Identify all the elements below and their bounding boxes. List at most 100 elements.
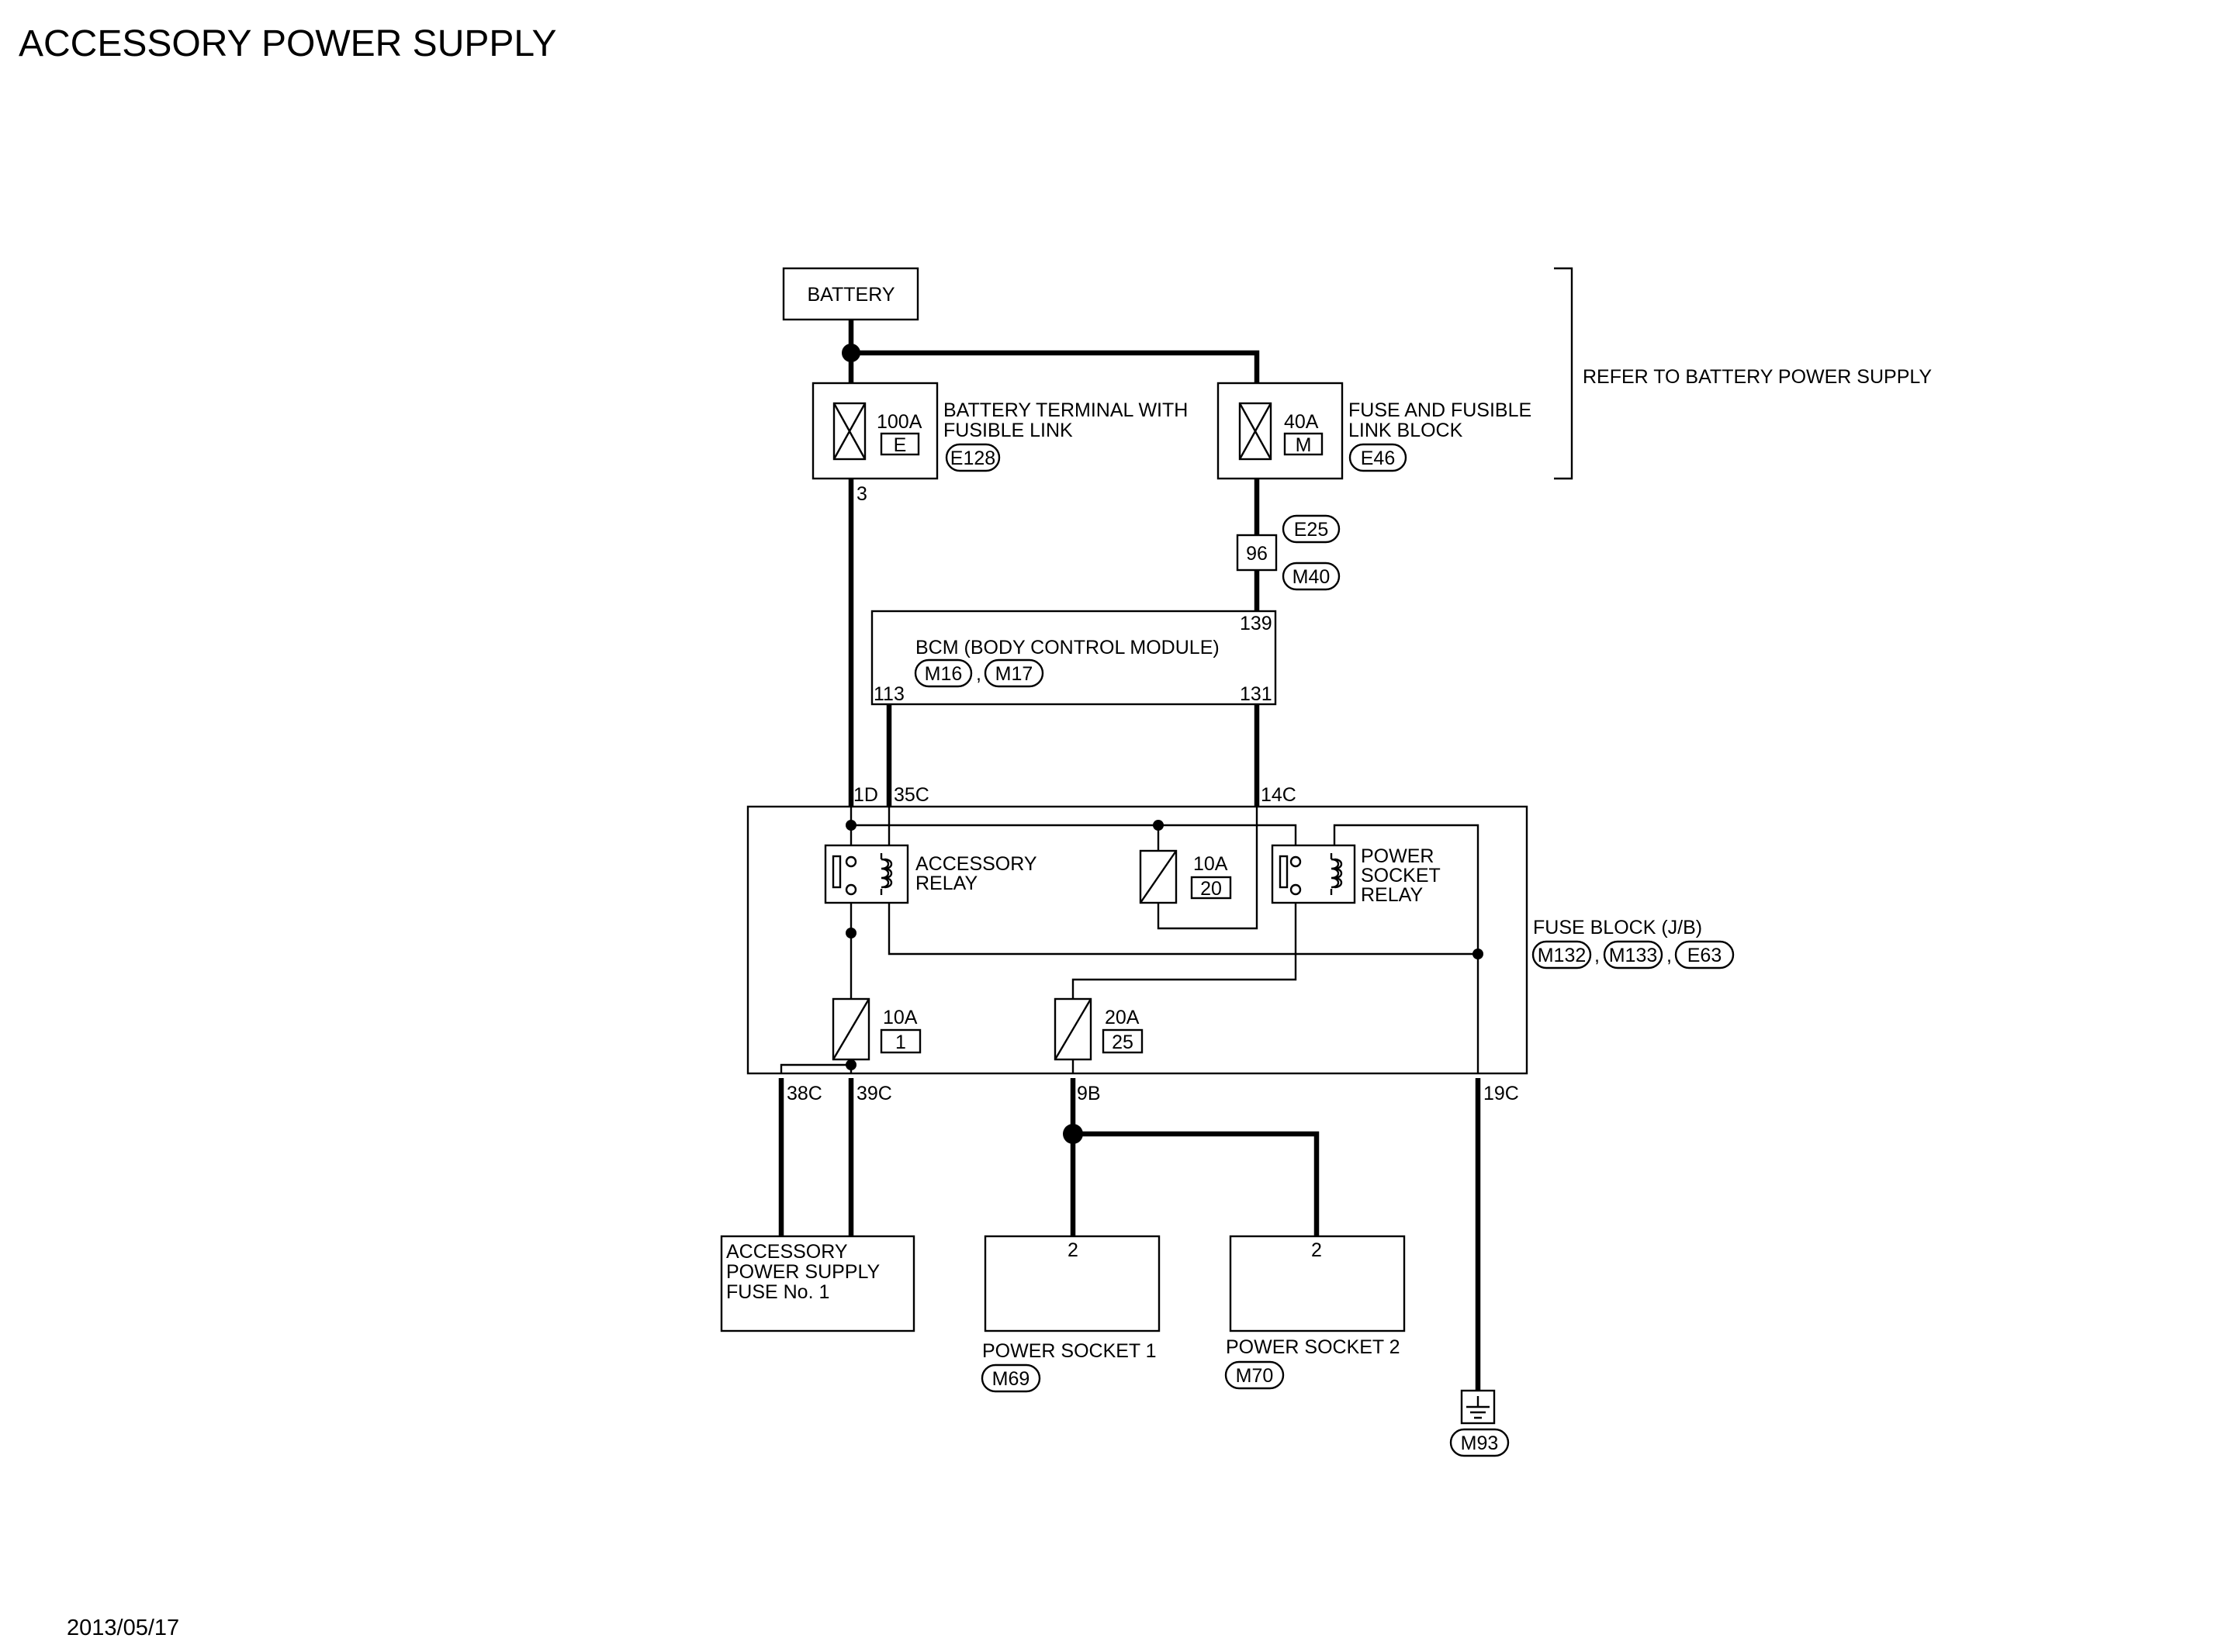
pin-3: 3 — [856, 483, 867, 505]
bcm-pin-131: 131 — [1240, 683, 1272, 705]
connector-e46-oval — [1348, 443, 1407, 472]
fuse-block-separator-1: , — [1594, 945, 1600, 966]
battery-label: BATTERY — [808, 284, 895, 306]
fuse-link-block-name-2: LINK BLOCK — [1348, 420, 1463, 441]
connector-m16: M16 — [925, 663, 963, 685]
battery-box — [782, 267, 919, 321]
accessory-relay-icon — [824, 844, 909, 904]
pin-39c: 39C — [856, 1083, 892, 1104]
fuse-20-number-box — [1190, 876, 1232, 900]
accessory-fuse-box — [720, 1235, 915, 1332]
fuse-block-name: FUSE BLOCK (J/B) — [1533, 917, 1702, 938]
connector-m93: M93 — [1461, 1433, 1499, 1454]
power-socket-relay-name-1: POWER — [1361, 845, 1434, 867]
bcm-name: BCM (BODY CONTROL MODULE) — [915, 637, 1220, 658]
connector-m17-oval — [984, 658, 1044, 688]
refer-bracket — [1554, 267, 1573, 480]
splice-ground — [1472, 949, 1483, 959]
power-socket-relay-name-3: RELAY — [1361, 884, 1423, 906]
accessory-fuse-name-2: POWER SUPPLY — [726, 1261, 881, 1283]
battery-terminal-name-2: FUSIBLE LINK — [943, 420, 1073, 441]
accessory-relay-name-1: ACCESSORY — [915, 853, 1037, 875]
accessory-fuse-name-3: FUSE No. 1 — [726, 1281, 829, 1303]
connector-m40: M40 — [1293, 566, 1331, 588]
power-socket-2-box — [1229, 1235, 1406, 1332]
pin-1d: 1D — [853, 784, 878, 806]
connector-e63-oval — [1674, 940, 1735, 969]
fuse-20-number: 20 — [1200, 878, 1222, 900]
bcm-separator: , — [976, 663, 981, 685]
fusible-link-number: E — [894, 434, 907, 456]
accessory-fuse-name-1: ACCESSORY — [726, 1241, 848, 1263]
fusible-link-100a-icon — [832, 402, 867, 461]
pin-14c: 14C — [1261, 784, 1296, 806]
connector-e128: E128 — [950, 448, 995, 469]
fuse-1-number: 1 — [895, 1032, 906, 1053]
connector-m132-oval — [1531, 940, 1592, 969]
fuse-1-number-box — [880, 1028, 922, 1054]
wire-9b-to-socket2 — [1073, 1131, 1320, 1236]
fuse-link-block-box — [1216, 382, 1344, 480]
fuse-link-40a-rating: 40A — [1284, 411, 1319, 433]
fuse-link-number-box — [1283, 432, 1324, 456]
connector-e46: E46 — [1361, 448, 1395, 469]
joint-connector-box — [1236, 534, 1278, 572]
fuse-25-number-box — [1102, 1028, 1144, 1054]
connector-m69-oval — [981, 1363, 1041, 1393]
fuse-1-rating: 10A — [883, 1007, 918, 1028]
connector-m69: M69 — [992, 1368, 1030, 1390]
ground-icon — [1460, 1389, 1496, 1425]
page-title: ACCESSORY POWER SUPPLY — [19, 23, 557, 64]
connector-e128-oval — [945, 443, 1001, 472]
pin-35c: 35C — [894, 784, 929, 806]
connector-m70: M70 — [1236, 1365, 1274, 1387]
fuse-link-number: M — [1296, 434, 1312, 456]
connector-m133: M133 — [1609, 945, 1658, 966]
connector-m40-oval — [1282, 562, 1341, 591]
refer-note: REFER TO BATTERY POWER SUPPLY — [1583, 366, 1932, 388]
connector-m17: M17 — [995, 663, 1033, 685]
battery-terminal-name-1: BATTERY TERMINAL WITH — [943, 399, 1188, 421]
fusible-link-rating: 100A — [877, 411, 922, 433]
fuse-20-icon — [1139, 849, 1178, 904]
splice-39c — [846, 1059, 856, 1070]
fuse-1-icon — [832, 997, 870, 1061]
bcm-pin-113: 113 — [874, 683, 905, 705]
fuse-25-number: 25 — [1112, 1032, 1133, 1053]
bcm-box — [870, 610, 1277, 706]
fuse-block-separator-2: , — [1666, 945, 1672, 966]
connector-m132: M132 — [1538, 945, 1587, 966]
connector-m93-oval — [1449, 1428, 1510, 1457]
pin-19c: 19C — [1483, 1083, 1519, 1104]
connector-e25-oval — [1282, 514, 1341, 544]
power-socket-1-name: POWER SOCKET 1 — [982, 1340, 1157, 1362]
power-socket-2-name: POWER SOCKET 2 — [1226, 1336, 1400, 1358]
fuse-25-rating: 20A — [1105, 1007, 1140, 1028]
splice-fuse20 — [1153, 820, 1164, 831]
power-socket-1-box — [984, 1235, 1161, 1332]
splice-relay-out — [846, 928, 856, 938]
power-socket-2-pin: 2 — [1311, 1239, 1322, 1261]
fusible-link-40a-icon — [1238, 402, 1272, 461]
connector-m70-oval — [1224, 1360, 1285, 1390]
wires — [778, 316, 1481, 1391]
joint-terminal-96: 96 — [1246, 543, 1268, 565]
fuse-25-icon — [1054, 997, 1092, 1061]
splice-1d — [846, 820, 856, 831]
power-socket-1-pin: 2 — [1068, 1239, 1078, 1261]
splice-battery — [842, 344, 860, 362]
connector-e25: E25 — [1294, 519, 1328, 541]
bcm-pin-139: 139 — [1240, 613, 1272, 634]
connector-m133-oval — [1603, 940, 1663, 969]
power-socket-relay-icon — [1271, 844, 1356, 904]
pin-38c: 38C — [787, 1083, 822, 1104]
fuse-20-rating: 10A — [1193, 853, 1228, 875]
pin-9b: 9B — [1077, 1083, 1101, 1104]
accessory-relay-name-2: RELAY — [915, 873, 978, 894]
connector-m16-oval — [914, 658, 973, 688]
date-stamp: 2013/05/17 — [67, 1616, 179, 1640]
connector-e63: E63 — [1687, 945, 1722, 966]
fuse-link-block-name-1: FUSE AND FUSIBLE — [1348, 399, 1531, 421]
fusible-link-number-box — [880, 432, 920, 456]
